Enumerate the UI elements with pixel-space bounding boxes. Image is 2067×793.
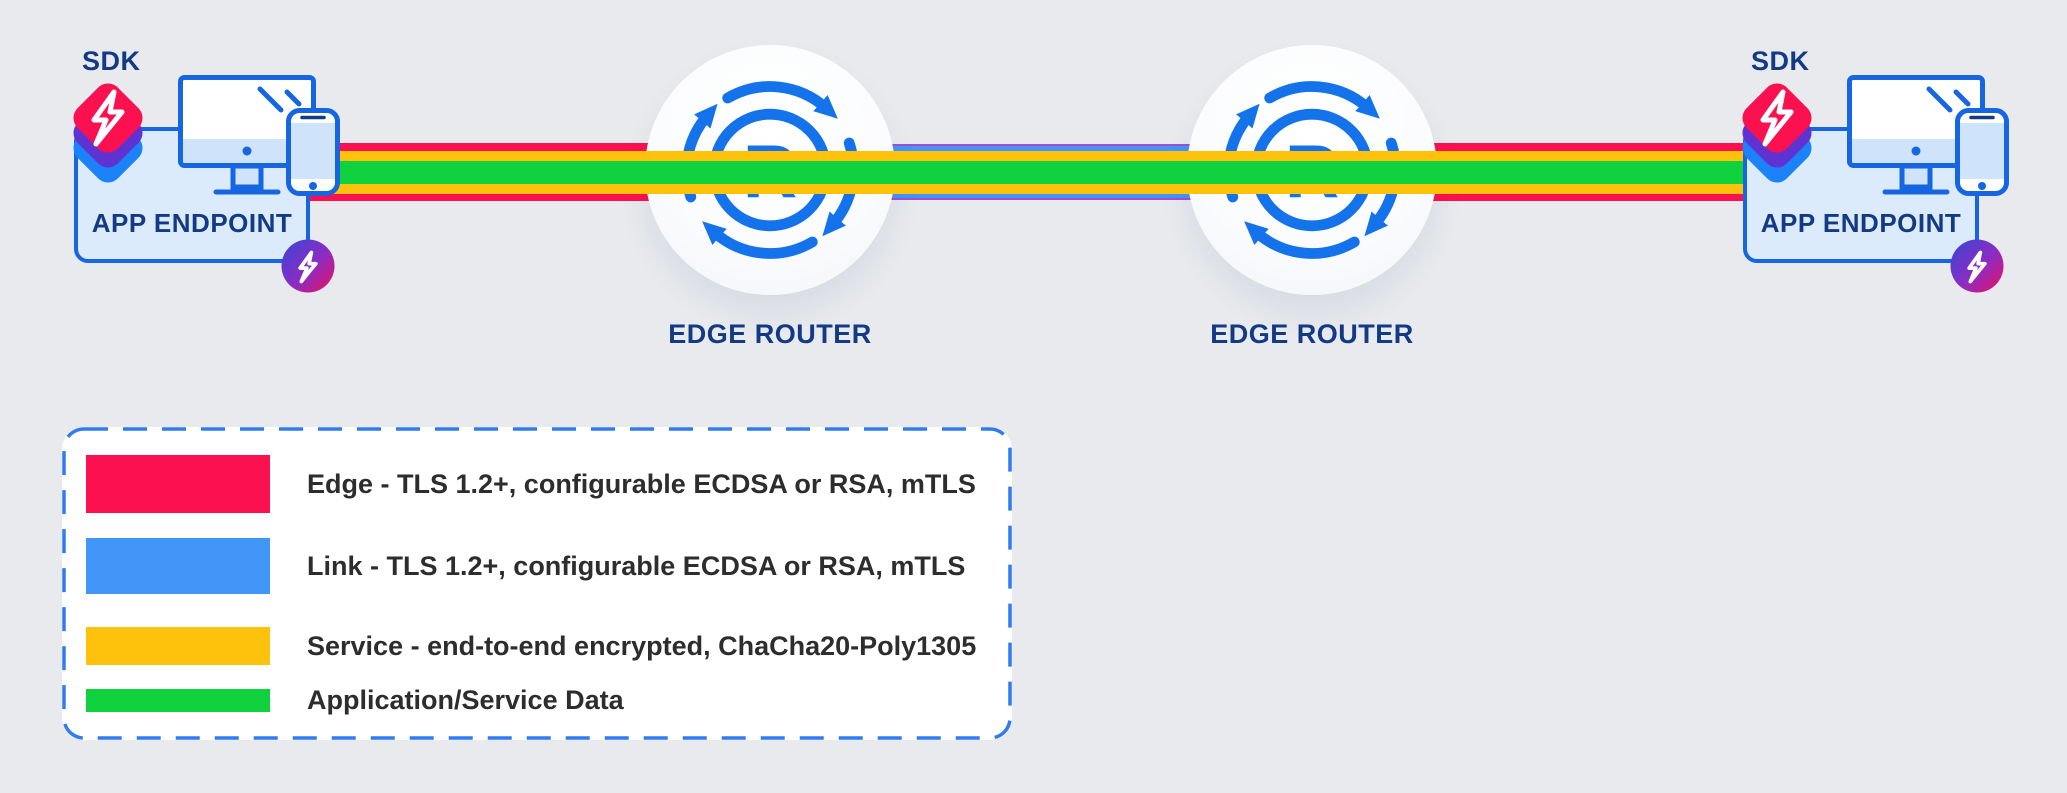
edge-router-label: EDGE ROUTER	[1210, 319, 1414, 349]
screen-glare-icon	[1953, 89, 1971, 107]
app-endpoint-left: APP ENDPOINT SDK	[0, 0, 360, 300]
legend-dashed-border	[62, 427, 1012, 740]
legend-row-data: Application/Service Data	[86, 685, 624, 715]
ziti-badge-icon	[281, 239, 335, 293]
edge-band-bottom-left	[300, 193, 780, 201]
ziti-badge-icon	[1950, 239, 2004, 293]
legend-label: Link - TLS 1.2+, configurable ECDSA or R…	[307, 550, 966, 581]
sdk-label: SDK	[82, 46, 141, 76]
ziti-bolt-icon	[1760, 89, 1794, 147]
sdk-stack-icon	[1742, 83, 1812, 183]
legend-swatch-service	[86, 627, 270, 665]
app-endpoint-label: APP ENDPOINT	[1760, 208, 1962, 238]
phone-icon	[1955, 108, 2009, 196]
edge-band-top-left	[300, 143, 780, 151]
ziti-bolt-icon	[1967, 250, 1987, 284]
app-endpoint-right: APP ENDPOINT SDK	[1669, 0, 2029, 300]
phone-badge-connector	[306, 190, 310, 266]
service-band-top	[300, 151, 1767, 161]
router-arrow-left	[702, 221, 818, 259]
router-arrow-right	[722, 81, 838, 119]
screen-glare-icon	[284, 89, 302, 107]
legend-box: Edge - TLS 1.2+, configurable ECDSA or R…	[62, 427, 1012, 740]
legend-row-service: Service - end-to-end encrypted, ChaCha20…	[86, 627, 976, 665]
ziti-bolt-icon	[298, 250, 318, 284]
sdk-label: SDK	[1751, 46, 1810, 76]
legend-swatch-data	[86, 689, 270, 712]
legend-label: Service - end-to-end encrypted, ChaCha20…	[307, 630, 977, 661]
link-band-bottom	[760, 190, 1322, 200]
application-data-band	[300, 161, 1767, 184]
phone-icon	[286, 108, 340, 196]
router-arrow-right	[1264, 81, 1380, 119]
phone-badge-connector	[1975, 190, 1979, 266]
edge-band-bottom-right	[1302, 193, 1767, 201]
legend-row-edge: Edge - TLS 1.2+, configurable ECDSA or R…	[86, 455, 976, 513]
legend-label: Application/Service Data	[307, 685, 624, 715]
legend-label: Edge - TLS 1.2+, configurable ECDSA or R…	[307, 468, 976, 499]
edge-router-label: EDGE ROUTER	[668, 319, 872, 349]
edge-band-top-right	[1302, 143, 1767, 151]
legend-swatch-edge	[86, 455, 270, 513]
sdk-stack-icon	[73, 83, 143, 183]
screen-glare-icon	[257, 86, 284, 113]
legend-row-link: Link - TLS 1.2+, configurable ECDSA or R…	[86, 538, 965, 594]
link-band-top	[760, 144, 1322, 154]
monitor-icon	[1847, 75, 1985, 195]
app-endpoint-label: APP ENDPOINT	[91, 208, 293, 238]
router-arrow-left	[1244, 221, 1360, 259]
service-band-bottom	[300, 184, 1767, 194]
screen-glare-icon	[1926, 86, 1953, 113]
ziti-bolt-icon	[91, 89, 125, 147]
legend-swatch-link	[86, 538, 270, 594]
